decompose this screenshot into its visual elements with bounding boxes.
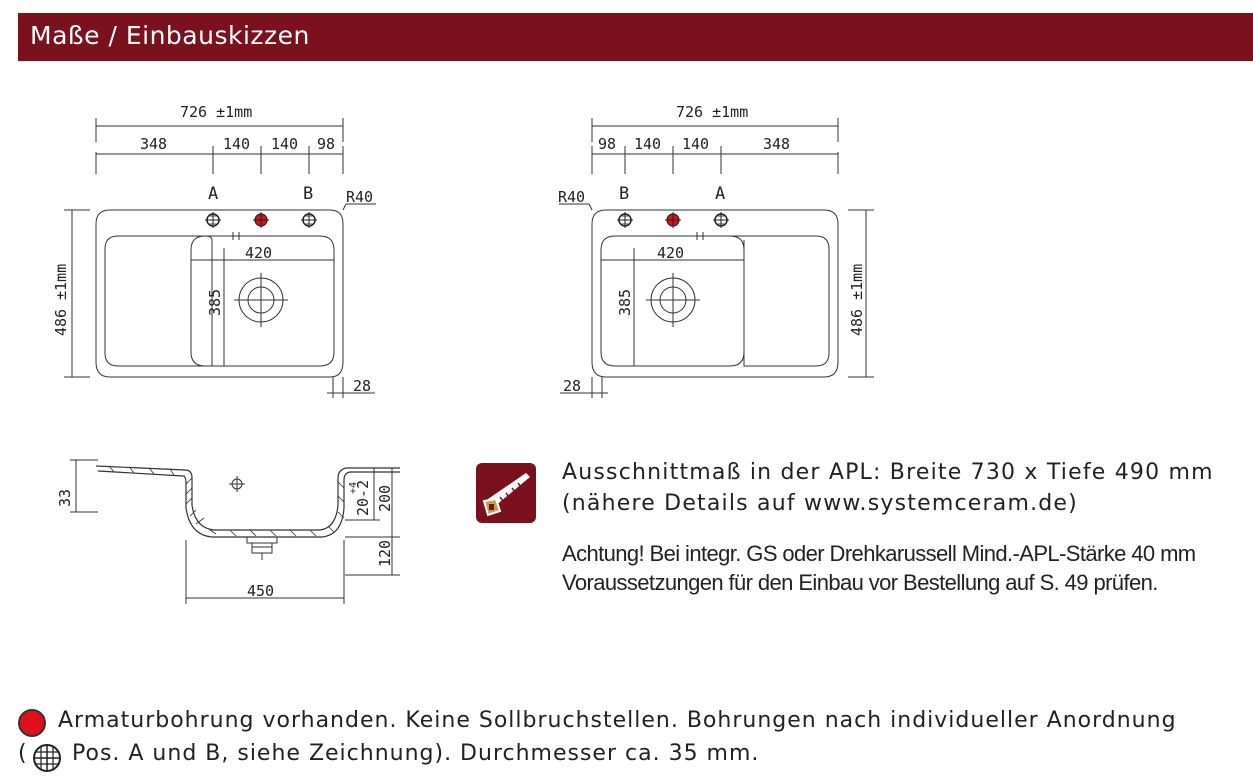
drill-hole-legend-icon [32,743,62,773]
segment-4-right: 348 [763,135,790,153]
segment-3-left: 140 [271,135,298,153]
label-a-right: A [715,184,725,204]
bowl-width-right: 420 [657,244,684,262]
section-header: Maße / Einbauskizzen [18,13,1253,61]
overall-width-left: 726 ±1mm [180,103,252,121]
height-right: 486 ±1mm [848,264,866,336]
top-view-right [559,118,874,398]
saw-icon [476,463,536,523]
bowl-depth-left: 385 [206,289,224,316]
height-left: 486 ±1mm [52,264,70,336]
label-a-left: A [208,184,218,204]
footer-line-2: Pos. A und B, siehe Zeichnung). Durchmes… [72,741,760,766]
warning-line-2: Voraussetzungen für den Einbau vor Beste… [562,570,1158,595]
hole-a-left [205,212,221,228]
hole-b-left [301,212,317,228]
footer-line-1: Armaturbohrung vorhanden. Keine Sollbruc… [58,708,1177,733]
drain-dim: 120 [376,540,394,567]
hole-b-right [617,212,633,228]
armatur-hole-legend-icon [18,709,46,737]
footer-paren: ( [18,741,27,766]
segment-2-right: 140 [634,135,661,153]
cutout-dimensions: Ausschnittmaß in der APL: Breite 730 x T… [562,460,1214,485]
rim-tol-plus: +4 [348,482,359,494]
label-b-right: B [619,184,629,204]
segment-1-left: 348 [140,135,167,153]
edge-right: 28 [563,377,581,395]
segment-3-right: 140 [682,135,709,153]
armatur-hole-right [665,212,681,228]
bowl-depth-right: 385 [616,289,634,316]
section-title: Maße / Einbauskizzen [30,21,310,50]
depth-dim: 200 [376,485,394,512]
radius-right: R40 [558,188,585,206]
segment-4-left: 98 [317,135,335,153]
cutout-details: (nähere Details auf www.systemceram.de) [562,491,1078,516]
section-view [70,459,400,604]
rim-tol-dim: 20-2 [354,480,372,516]
bottom-width-dim: 450 [247,582,274,600]
hole-a-right [713,212,729,228]
top-view-left [64,118,376,398]
label-b-left: B [303,184,313,204]
segment-1-right: 98 [598,135,616,153]
bowl-width-left: 420 [245,244,272,262]
warning-line-1: Achtung! Bei integr. GS oder Drehkarusse… [562,541,1196,566]
armatur-hole-left [253,212,269,228]
rim-dim: 33 [56,489,74,507]
overall-width-right: 726 ±1mm [676,103,748,121]
radius-left: R40 [346,188,373,206]
edge-left: 28 [353,377,371,395]
segment-2-left: 140 [223,135,250,153]
